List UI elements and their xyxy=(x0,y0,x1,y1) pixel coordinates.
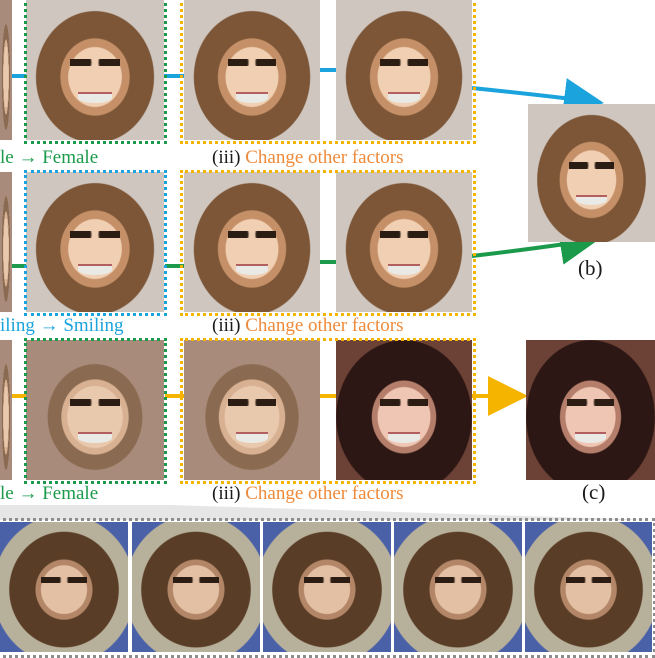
row1-face-4 xyxy=(336,0,472,140)
row1-face-1 xyxy=(0,0,12,140)
row2-iii-caption: (iii) Change other factors xyxy=(212,316,404,335)
result-face-c xyxy=(526,340,655,480)
zoom-wedge xyxy=(0,505,655,520)
row3-left-caption: le → Female xyxy=(0,483,99,504)
row2-face-3 xyxy=(184,172,320,312)
row1-iii-prefix: (iii) xyxy=(212,147,246,168)
row2-face-2 xyxy=(26,172,164,312)
label-c: (c) xyxy=(582,480,606,504)
row2-left-caption: iling → Smiling xyxy=(0,315,124,336)
label-b: (b) xyxy=(578,256,603,280)
row1-frame-orange xyxy=(180,0,476,144)
row3-frame-green xyxy=(24,338,167,484)
strip-face-1 xyxy=(0,522,128,652)
row2-iii-text: Change other factors xyxy=(245,315,404,336)
row1-face-2 xyxy=(26,0,164,140)
strip-face-3 xyxy=(263,522,391,652)
row3-face-3 xyxy=(184,340,320,480)
row2-face-4 xyxy=(336,172,472,312)
row2-frame-blue xyxy=(24,170,167,316)
row3-iii-caption: (iii) Change other factors xyxy=(212,484,404,503)
strip-face-4 xyxy=(394,522,522,652)
row3-face-1 xyxy=(0,340,12,480)
row1-face-3 xyxy=(184,0,320,140)
row3-face-4 xyxy=(336,340,472,480)
row2-frame-orange xyxy=(180,170,476,316)
row1-left-caption: le → Female xyxy=(0,147,99,168)
row2-arrow xyxy=(471,225,600,265)
row3-frame-orange xyxy=(180,338,476,484)
row2-face-1 xyxy=(0,172,12,312)
row3-face-2 xyxy=(26,340,164,480)
row1-frame-green xyxy=(24,0,167,144)
row3-iii-prefix: (iii) xyxy=(212,483,246,504)
row3-iii-text: Change other factors xyxy=(245,483,404,504)
result-face-b xyxy=(528,104,655,242)
strip-face-2 xyxy=(132,522,260,652)
row1-iii-text: Change other factors xyxy=(245,147,404,168)
row2-iii-prefix: (iii) xyxy=(212,315,246,336)
row1-iii-caption: (iii) Change other factors xyxy=(212,148,404,167)
row1-arrow xyxy=(471,78,604,118)
strip-face-5 xyxy=(525,522,652,652)
